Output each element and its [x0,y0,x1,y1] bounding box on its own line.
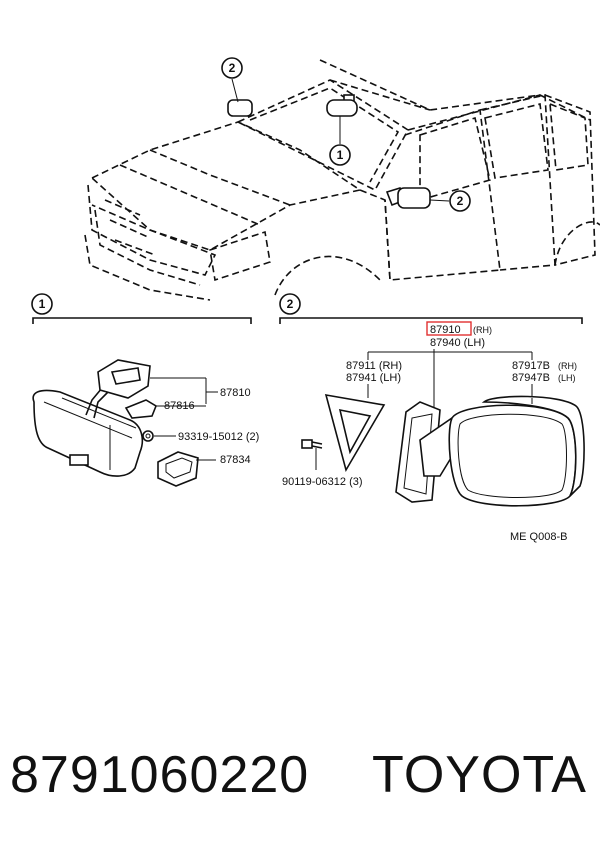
callout-2-side-number: 2 [457,194,464,208]
callout-2-top-number: 2 [229,61,236,75]
mirror-on-vehicle [326,94,358,117]
section-2: 2 87910 (RH) 87940 (LH) 87911 (RH) 87941… [279,293,585,543]
label-87910-suffix: (RH) [473,325,492,335]
mirror-near-windshield [227,99,253,117]
section-1-number: 1 [39,297,46,311]
diagram-code: ME Q008-B [510,531,567,543]
label-87810: 87810 [220,387,251,399]
callout-1-number: 1 [337,148,344,162]
label-87947b-suffix: (LH) [558,373,576,383]
part-number: 8791060220 [10,746,310,804]
section-1: 1 87810 87816 93319-15012 (2) 87834 [31,293,259,487]
vehicle-outline [84,59,600,301]
brand-name: TOYOTA [372,746,587,804]
label-87917b: 87917B [512,360,550,372]
screw-icon [301,439,323,470]
label-87816: 87816 [164,400,195,412]
callout-2-side: 2 [429,190,471,212]
label-87947b: 87947B [512,372,550,384]
callout-2-top: 2 [221,57,243,103]
label-87940: 87940 (LH) [430,337,485,349]
label-87911: 87911 (RH) [346,360,402,372]
label-87910: 87910 [430,324,461,336]
footer: 8791060220 TOYOTA [0,745,600,815]
label-90119-06312: 90119-06312 (3) [282,476,363,488]
outer-mirror-on-vehicle [385,187,431,209]
label-87834: 87834 [220,454,251,466]
section-2-number: 2 [287,297,294,311]
highlight-87910 [426,321,472,336]
label-93319-15012: 93319-15012 (2) [178,431,259,443]
label-87941: 87941 (LH) [346,372,401,384]
label-87917b-suffix: (RH) [558,361,577,371]
callout-1-vehicle: 1 [329,116,351,166]
